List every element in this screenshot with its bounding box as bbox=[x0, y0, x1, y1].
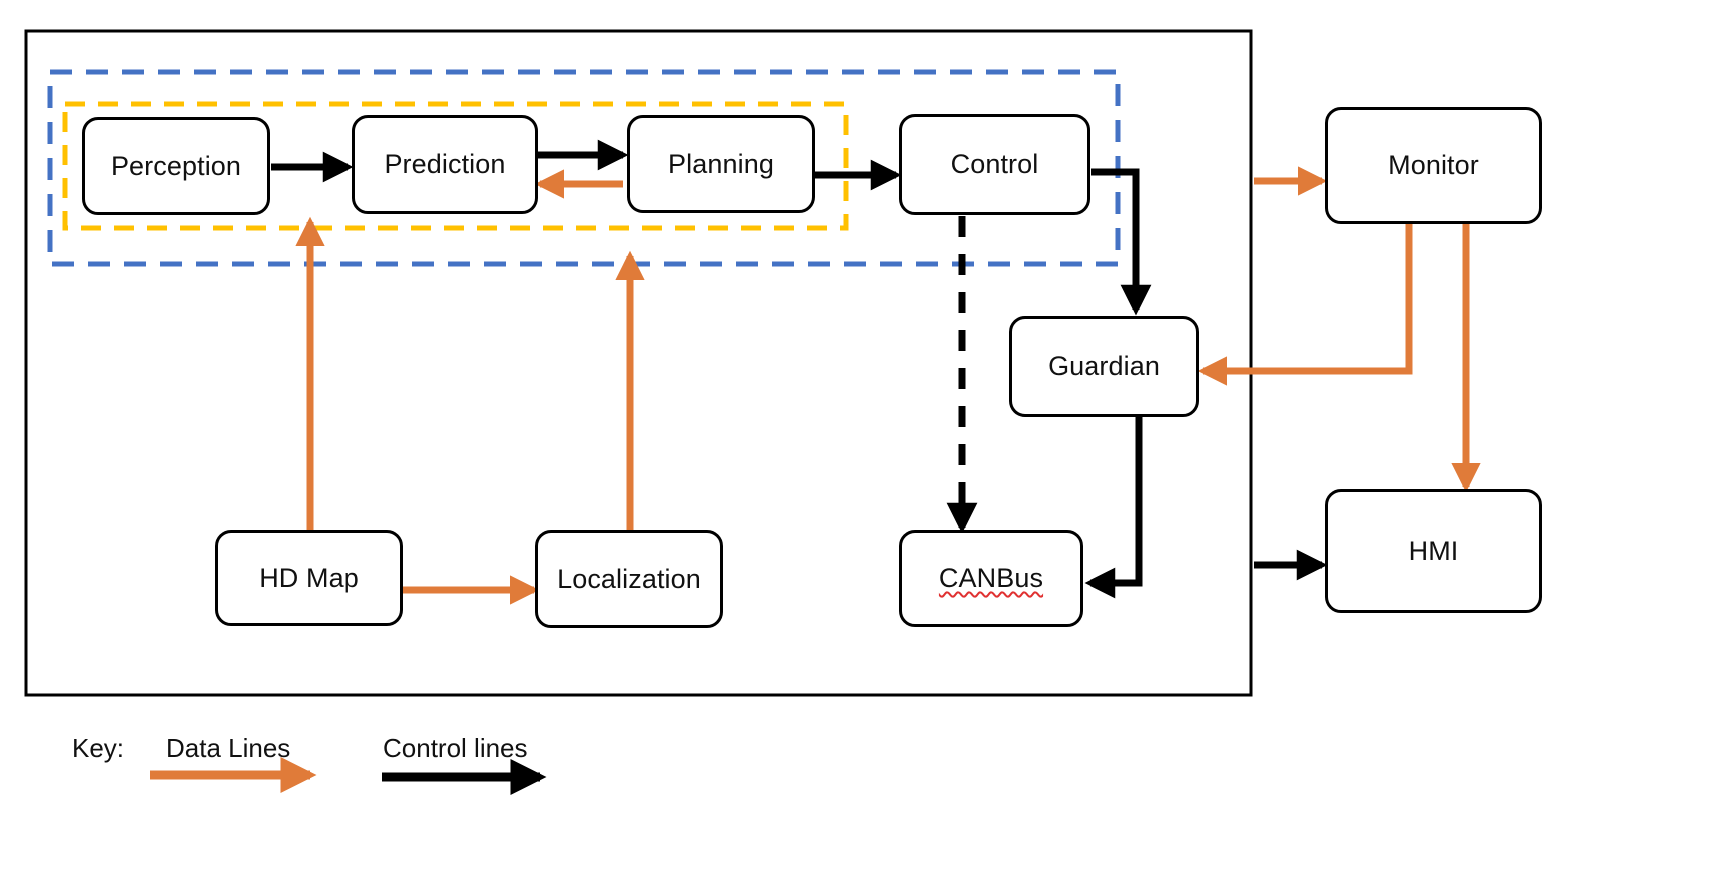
node-canbus[interactable]: CANBus bbox=[899, 530, 1083, 627]
node-prediction[interactable]: Prediction bbox=[352, 115, 538, 214]
node-control-label: Control bbox=[950, 149, 1039, 179]
node-hmi[interactable]: HMI bbox=[1325, 489, 1542, 613]
node-monitor-label: Monitor bbox=[1388, 150, 1479, 180]
edge-monitor-guardian bbox=[1197, 224, 1413, 386]
node-guardian-label: Guardian bbox=[1048, 351, 1160, 381]
node-localization-label: Localization bbox=[557, 563, 701, 594]
node-localization[interactable]: Localization bbox=[535, 530, 723, 628]
node-planning[interactable]: Planning bbox=[627, 115, 815, 213]
node-perception-label: Perception bbox=[110, 150, 242, 181]
edge-guardian-canbus bbox=[1084, 416, 1143, 599]
legend-key-label: Key: bbox=[72, 733, 125, 763]
node-planning-label: Planning bbox=[668, 148, 774, 179]
node-control[interactable]: Control bbox=[899, 114, 1090, 215]
vehicle-boundary-frame bbox=[24, 29, 1253, 697]
node-monitor[interactable]: Monitor bbox=[1325, 107, 1542, 224]
node-guardian[interactable]: Guardian bbox=[1009, 316, 1199, 417]
legend-data-lines-label: Data Lines bbox=[166, 733, 291, 763]
node-hd-map-label: HD Map bbox=[259, 562, 359, 593]
group-outer-dashed bbox=[47, 69, 1121, 267]
group-inner-dashed bbox=[62, 101, 849, 231]
legend-control-lines-label: Control lines bbox=[383, 733, 528, 763]
node-hd-map[interactable]: HD Map bbox=[215, 530, 403, 626]
node-canbus-label: CANBus bbox=[938, 563, 1044, 593]
node-perception[interactable]: Perception bbox=[82, 117, 270, 215]
edge-control-guardian bbox=[1091, 168, 1152, 316]
node-prediction-label: Prediction bbox=[384, 149, 506, 179]
node-hmi-label: HMI bbox=[1408, 535, 1459, 566]
